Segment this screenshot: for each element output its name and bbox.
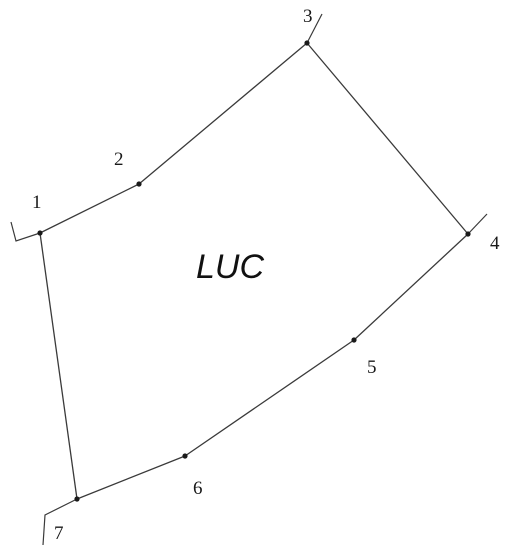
boundary-edge-6-7 (76, 455, 186, 500)
boundary-edge-4-5 (353, 233, 469, 341)
boundary-edge-1-2 (39, 183, 140, 234)
corner-tick-7 (42, 498, 78, 546)
vertex-dot-6 (182, 453, 188, 459)
vertex-label-1: 1 (32, 192, 42, 213)
corner-tick-3 (306, 13, 323, 44)
vertex-label-4: 4 (490, 233, 500, 254)
boundary-edge-2-3 (138, 42, 308, 185)
vertex-dot-3 (304, 40, 310, 46)
vertex-dot-4 (465, 231, 471, 237)
vertex-label-2: 2 (114, 149, 124, 170)
vertex-dot-1 (37, 230, 43, 236)
vertex-label-6: 6 (193, 478, 203, 499)
vertex-dot-2 (136, 181, 142, 187)
corner-tick-1 (10, 221, 41, 242)
area-label: LUC (196, 248, 264, 286)
vertex-dot-5 (351, 337, 357, 343)
vertex-label-3: 3 (303, 6, 313, 27)
vertex-dot-7 (74, 496, 80, 502)
boundary-edge-5-6 (184, 339, 355, 457)
boundary-edge-7-1 (39, 232, 78, 500)
vertex-label-5: 5 (367, 357, 377, 378)
corner-tick-4 (467, 213, 488, 235)
vertex-label-7: 7 (54, 523, 64, 544)
boundary-edge-3-4 (306, 42, 469, 235)
